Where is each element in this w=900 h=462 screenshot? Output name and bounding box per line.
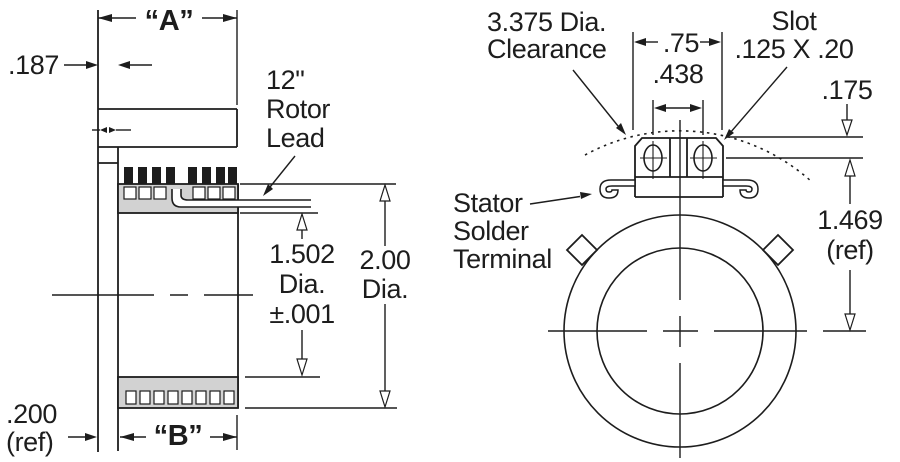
rotor-lead-line1: 12" [266, 65, 305, 95]
ref-200-suffix: (ref) [6, 427, 54, 457]
rotor-lead-line3: Lead [266, 123, 325, 153]
ref-1469-value: 1.469 [817, 205, 883, 235]
clearance-label: 3.375 Dia. Clearance [487, 7, 607, 64]
outer-dia-label: 2.00 Dia. [352, 246, 418, 304]
ref-1469-suffix: (ref) [826, 235, 874, 265]
bore-dia-unit: Dia. [278, 269, 326, 299]
stator-line1: Stator [453, 188, 523, 218]
stator-line3: Terminal [453, 244, 552, 274]
dim-a-label: “A” [136, 6, 202, 37]
rotor-lead-label: 12" Rotor Lead [266, 66, 330, 153]
side-view [52, 10, 397, 452]
mounting-tab-right [761, 233, 795, 267]
dim-b-label: “B” [146, 421, 210, 452]
dim-175-label: .175 [821, 75, 873, 105]
dim-187-label: .187 [8, 50, 59, 80]
slot-label: Slot .125 X .20 [713, 7, 875, 63]
ref-200-label: .200 (ref) [6, 400, 57, 456]
slot-line2: .125 X .20 [734, 34, 854, 64]
outer-dia-value: 2.00 [359, 245, 411, 275]
rotor-lead-wire [171, 189, 311, 208]
clearance-line1: 3.375 Dia. [487, 7, 607, 37]
bore-dia-value: 1.502 [269, 239, 335, 269]
outer-dia-unit: Dia. [361, 274, 409, 304]
stator-terminal-label: Stator Solder Terminal [453, 189, 552, 273]
solder-terminal-right [722, 179, 759, 199]
front-view [529, 32, 866, 458]
solder-terminal-left [599, 179, 636, 199]
slot-line1: Slot [771, 6, 817, 36]
ref-200-value: .200 [6, 399, 57, 429]
bore-circle [596, 247, 764, 415]
clearance-arc [584, 130, 813, 183]
bore-dia-tolerance: ±.001 [269, 299, 335, 329]
commutator-teeth-top [124, 167, 237, 185]
bore-dia-label: 1.502 Dia. ±.001 [259, 239, 345, 329]
dim-75-label: .75 [662, 28, 700, 58]
mounting-tab-left [565, 233, 599, 267]
clearance-line2: Clearance [487, 34, 607, 64]
dim-438-label: .438 [652, 59, 704, 89]
stator-line2: Solder [453, 216, 529, 246]
ref-1469-label: 1.469 (ref) [817, 205, 883, 265]
rotor-lead-line2: Rotor [266, 94, 331, 124]
mounting-bracket [634, 137, 724, 198]
outer-diameter-circle [563, 214, 797, 448]
